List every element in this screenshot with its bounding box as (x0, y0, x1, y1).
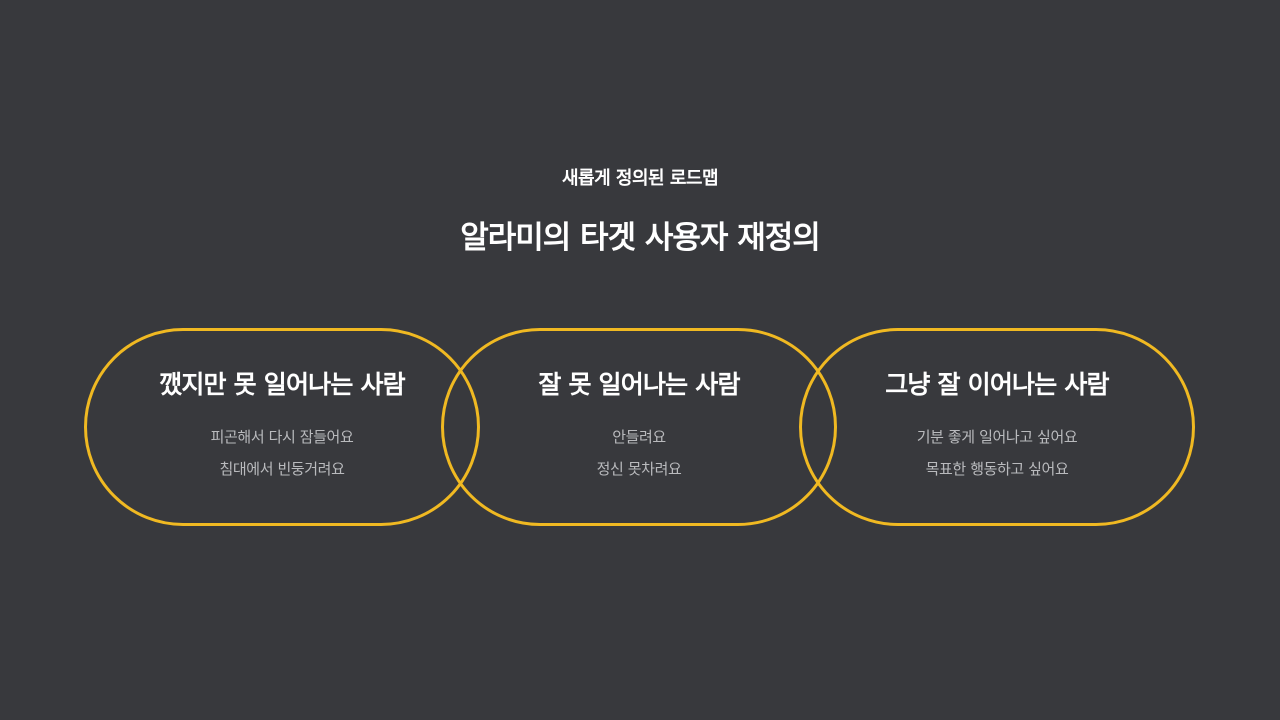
segment-card-3: 그냥 잘 이어나는 사람 기분 좋게 일어나고 싶어요 목표한 행동하고 싶어요 (799, 328, 1195, 526)
segment-outline-3 (799, 328, 1195, 526)
segment-description: 기분 좋게 일어나고 싶어요 (916, 428, 1078, 446)
segment-card-1: 깼지만 못 일어나는 사람 피곤해서 다시 잠들어요 침대에서 빈둥거려요 (84, 328, 480, 526)
slide-subtitle: 새롭게 정의된 로드맵 (561, 168, 719, 189)
segment-description: 피곤해서 다시 잠들어요 (210, 428, 354, 446)
segment-card-2: 잘 못 일어나는 사람 안들려요 정신 못차려요 (441, 328, 837, 526)
slide-title: 알라미의 타겟 사용자 재정의 (460, 220, 821, 256)
segment-description: 목표한 행동하고 싶어요 (925, 460, 1069, 478)
segment-description: 정신 못차려요 (596, 460, 682, 478)
segment-heading: 잘 못 일어나는 사람 (538, 370, 740, 399)
segment-heading: 깼지만 못 일어나는 사람 (159, 370, 406, 399)
segment-heading: 그냥 잘 이어나는 사람 (885, 370, 1109, 399)
segment-description: 침대에서 빈둥거려요 (219, 460, 345, 478)
segment-description: 안들려요 (612, 428, 666, 446)
